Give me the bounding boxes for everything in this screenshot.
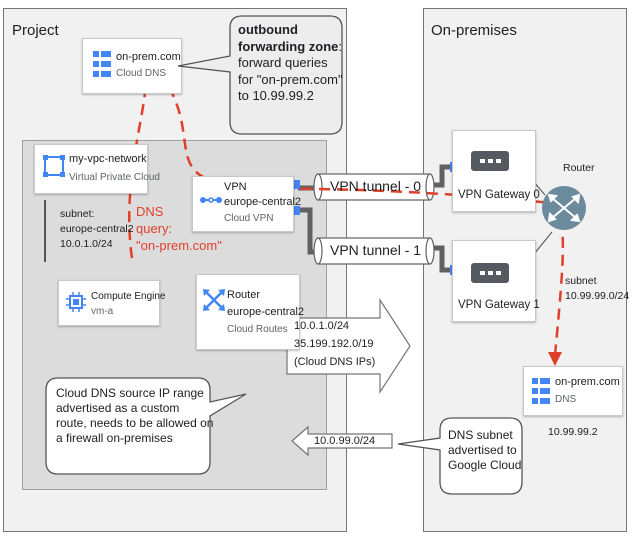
cloud-router-card[interactable]: Router europe-central2 Cloud Routes xyxy=(196,274,304,350)
advertised-line1: 10.0.1.0/24 xyxy=(294,320,350,332)
compute-engine-card[interactable]: Compute Engine vm-a xyxy=(58,280,166,326)
incoming-route-arrow xyxy=(291,425,393,457)
cloud-router-icon xyxy=(203,289,225,311)
onprem-subnet-label: subnet xyxy=(565,275,597,287)
incoming-route-label: 10.0.99.0/24 xyxy=(314,435,376,447)
onprem-dns-card[interactable]: on-prem.com DNS xyxy=(523,366,623,416)
source-line1: Cloud DNS source IP range xyxy=(56,386,204,400)
dns-icon xyxy=(93,51,111,77)
zone-line2: forwarding zone xyxy=(238,38,339,54)
compute-engine-name: vm-a xyxy=(91,306,114,317)
cloud-router-region: europe-central2 xyxy=(227,306,305,318)
cloud-vpn-card[interactable]: VPN europe-central2 Cloud VPN xyxy=(192,176,301,232)
onprem-dns-icon xyxy=(532,378,550,404)
zone-line2-suffix: : xyxy=(338,38,343,54)
vpc-icon xyxy=(43,155,65,177)
source-line3: route, needs to be allowed on xyxy=(56,416,214,430)
dns-query-line1: DNS xyxy=(136,204,164,219)
vpn-name: VPN xyxy=(224,181,247,193)
dns-subnet-line3: Google Cloud xyxy=(448,458,522,472)
gateway-0-connector xyxy=(430,164,454,188)
source-line4: a firewall on-premises xyxy=(56,431,173,445)
dns-query-line2: query: xyxy=(136,221,173,236)
onprem-router-label: Router xyxy=(563,162,595,174)
vpn-gateway-0-card[interactable]: VPN Gateway 0 xyxy=(452,130,540,212)
onprem-subnet-range: 10.99.99.0/24 xyxy=(565,290,630,302)
dns-card-name: on-prem.com xyxy=(116,51,181,63)
cloud-dns-card[interactable]: on-prem.com Cloud DNS xyxy=(82,38,182,94)
vpn-gateway-1-card[interactable]: VPN Gateway 1 xyxy=(452,240,540,322)
project-title: Project xyxy=(12,22,59,39)
vpc-type: Virtual Private Cloud xyxy=(69,172,160,183)
gateway-0-icon xyxy=(471,151,509,171)
dns-query-line3: "on-prem.com" xyxy=(136,238,222,253)
tunnel-1-label: VPN tunnel - 1 xyxy=(330,242,422,258)
cloud-router-type: Cloud Routes xyxy=(227,324,288,335)
compute-engine-type: Compute Engine xyxy=(91,291,166,302)
gateway-1-connector xyxy=(430,245,454,273)
vpn-icon xyxy=(200,197,222,203)
vpn-type: Cloud VPN xyxy=(224,213,274,224)
onprem-dns-type: DNS xyxy=(555,394,577,405)
dns-query-arrowhead xyxy=(548,352,562,366)
subnet-region: europe-central2 xyxy=(60,223,134,235)
onprem-dns-name: on-prem.com xyxy=(555,376,620,388)
gateway-1-icon xyxy=(471,263,509,283)
dns-subnet-callout-text: DNS subnet advertised to Google Cloud xyxy=(448,428,521,473)
subnet-bracket xyxy=(44,200,46,262)
compute-engine-icon xyxy=(66,292,86,312)
zone-line5: to 10.99.99.2 xyxy=(238,88,314,103)
gateway-0-label: VPN Gateway 0 xyxy=(458,189,540,201)
dns-card-type: Cloud DNS xyxy=(116,68,167,79)
vpc-name: my-vpc-network xyxy=(69,153,147,165)
gateway-1-label: VPN Gateway 1 xyxy=(458,299,540,311)
vpc-network-card[interactable]: my-vpc-network Virtual Private Cloud xyxy=(34,144,160,194)
onprem-dns-ip: 10.99.99.2 xyxy=(548,426,598,438)
dns-subnet-line2: advertised to xyxy=(448,443,517,457)
subnet-range: 10.0.1.0/24 xyxy=(60,238,113,250)
zone-callout-text: outbound forwarding zone: forward querie… xyxy=(238,22,343,105)
source-callout-text: Cloud DNS source IP range advertised as … xyxy=(56,386,213,446)
zone-line3: forward queries xyxy=(238,55,328,70)
advertised-line2: 35.199.192.0/19 xyxy=(294,338,374,350)
cloud-router-name: Router xyxy=(227,289,261,301)
vpn-region: europe-central2 xyxy=(224,196,302,208)
zone-line1: outbound xyxy=(238,22,298,37)
tunnel-0-label: VPN tunnel - 0 xyxy=(330,178,422,194)
tunnel-1-shape xyxy=(317,237,431,265)
advertised-line3: (Cloud DNS IPs) xyxy=(294,356,376,368)
dns-subnet-line1: DNS subnet xyxy=(448,428,513,442)
zone-line4: for "on-prem.com" xyxy=(238,71,343,87)
subnet-label: subnet: xyxy=(60,208,95,220)
onprem-title: On-premises xyxy=(431,22,517,39)
source-line2: advertised as a custom xyxy=(56,401,180,415)
advertised-routes-arrow xyxy=(286,297,411,395)
advertised-routes-box: 10.0.1.0/24 35.199.192.0/19 (Cloud DNS I… xyxy=(290,318,378,374)
